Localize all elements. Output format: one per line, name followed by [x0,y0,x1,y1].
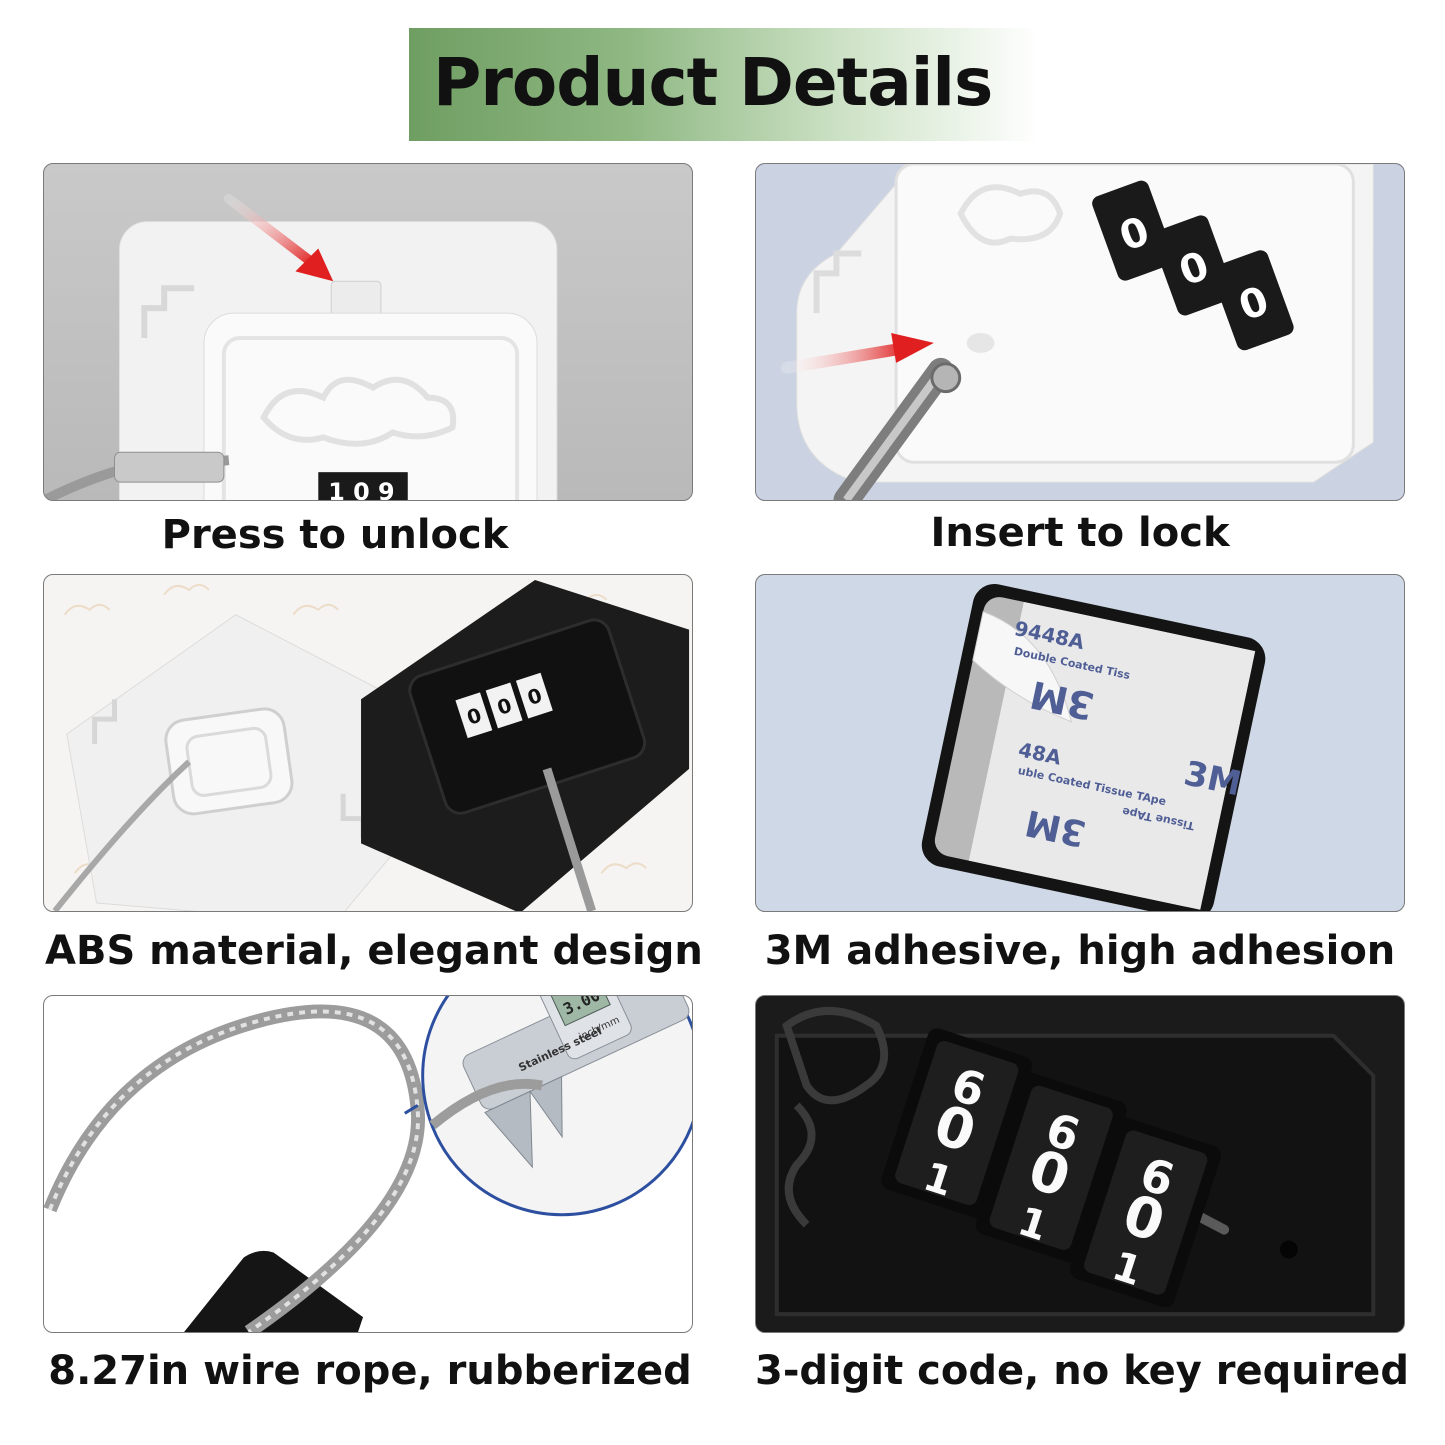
caption-press-to-unlock: Press to unlock [161,512,509,558]
panel-abs-material: 0 0 0 [43,574,693,912]
wire-rope-illustration: 3.00 Stainless steel inch/mm M [44,996,692,1332]
caption-3m-adhesive: 3M adhesive, high adhesion [764,928,1396,974]
panel-3m-adhesive: 9448A Double Coated Tiss 3M 48A uble Coa… [755,574,1405,912]
caption-3-digit-code: 3-digit code, no key required [755,1348,1409,1394]
panel-press-to-unlock: 1 0 9 [43,163,693,501]
caption-wire-rope: 8.27in wire rope, rubberized [48,1348,692,1394]
press-unlock-illustration: 1 0 9 [44,193,558,500]
abs-material-illustration: 0 0 0 [52,579,690,911]
svg-text:0: 0 [525,684,545,710]
svg-text:0: 0 [494,694,514,720]
dial-3: 0 [1211,250,1294,351]
dial-wheel-3: 9 0 1 [1070,1117,1222,1308]
svg-text:1 0 9: 1 0 9 [328,478,394,500]
svg-text:0: 0 [464,704,484,730]
panel-wire-rope: 3.00 Stainless steel inch/mm M [43,995,693,1333]
dial-1: 0 [1092,180,1175,281]
dial-wheel-2: 9 0 1 [975,1073,1127,1263]
page-title: Product Details [433,44,993,121]
caption-abs-material: ABS material, elegant design [45,928,703,974]
title-banner [409,28,1039,141]
adhesive-tape-illustration: 9448A Double Coated Tiss 3M 48A uble Coa… [921,584,1266,911]
panel-insert-to-lock: 0 0 0 [755,163,1405,501]
caption-insert-to-lock: Insert to lock [930,510,1230,556]
combination-dial-illustration: 9 0 1 9 0 1 9 0 1 [756,996,1404,1332]
dial-2: 0 [1151,215,1234,316]
panel-3-digit-code: 9 0 1 9 0 1 9 0 1 [755,995,1405,1333]
insert-lock-illustration: 0 0 0 [780,164,1374,500]
